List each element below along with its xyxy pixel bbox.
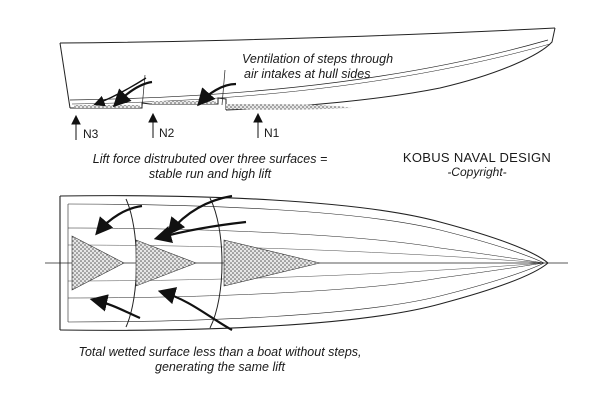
- plan-view: [45, 195, 568, 331]
- force-arrow-n2: [148, 112, 158, 138]
- planing-area-n2: [135, 239, 197, 287]
- label-n3: N3: [83, 127, 99, 141]
- wetted-caption-line2: generating the same lift: [155, 360, 285, 374]
- planing-area-n3: [71, 235, 125, 291]
- copyright-text: -Copyright-: [447, 165, 507, 179]
- label-n2: N2: [159, 126, 175, 140]
- airflow-arrow-top-fwd: [167, 194, 233, 236]
- airflow-arrow-transom: [93, 77, 147, 107]
- force-arrow-n3: [71, 114, 81, 140]
- step-line-fwd: [209, 197, 223, 329]
- airflow-arrow-bottom-aft: [89, 294, 141, 320]
- ventilation-caption-line1: Ventilation of steps through: [242, 52, 394, 66]
- airflow-arrow-top-fwd2: [153, 220, 247, 244]
- brand-name: KOBUS NAVAL DESIGN: [402, 150, 552, 165]
- airflow-arrow-step1: [197, 82, 237, 107]
- airflow-arrow-bottom-fwd: [157, 287, 233, 331]
- wetted-caption-line1: Total wetted surface less than a boat wi…: [78, 345, 362, 359]
- lift-force-arrows: [71, 112, 263, 140]
- label-n1: N1: [264, 126, 280, 140]
- lift-caption-line2: stable run and high lift: [148, 167, 272, 181]
- force-arrow-n1: [253, 112, 263, 138]
- side-airflow-arrows: [93, 77, 237, 108]
- plan-airflow-arrows: [89, 194, 247, 331]
- ventilation-caption-line2: air intakes at hull sides: [244, 67, 371, 81]
- airflow-arrow-top-aft: [95, 204, 143, 236]
- planing-area-n1: [223, 239, 321, 287]
- airflow-arrow-step2: [112, 80, 153, 108]
- lift-caption-line1: Lift force distrubuted over three surfac…: [92, 152, 328, 166]
